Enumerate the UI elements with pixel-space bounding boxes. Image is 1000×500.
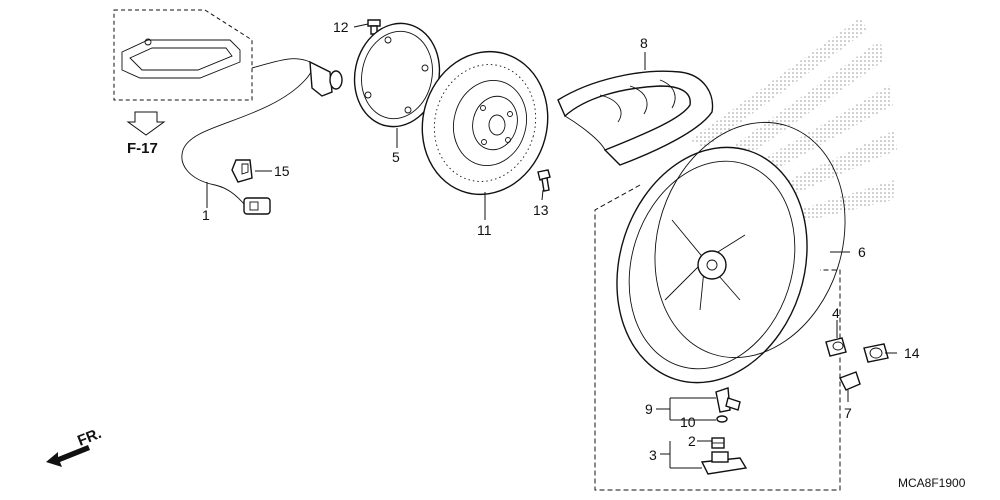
wiring-detail-box [113,9,253,101]
front-label: FR. [75,425,104,450]
callout-5: 5 [392,149,400,165]
valve-o-ring [716,415,728,423]
valve-stem [715,387,741,413]
callout-15: 15 [274,163,290,179]
callout-6: 6 [858,244,866,260]
reference-arrow [126,111,166,136]
rear-wheel-rim [616,121,846,384]
callout-13: 13 [533,202,549,218]
pressure-sensor-base [700,451,748,475]
front-direction-arrow [46,445,90,467]
pulser-ring [353,22,441,128]
callout-11: 11 [477,222,492,238]
callout-8: 8 [640,35,648,51]
diagram-code: MCA8F1900 [898,476,966,490]
rear-tire [557,70,714,166]
harness-clip [231,159,253,183]
valve-spring [711,437,725,449]
callout-10: 10 [680,414,696,430]
callout-2: 2 [688,433,696,449]
callout-3: 3 [649,447,657,463]
callout-4: 4 [832,305,840,321]
callout-9: 9 [645,401,653,417]
callout-14: 14 [904,345,920,361]
reference-label: F-17 [127,140,158,157]
balance-weight [839,371,861,391]
side-collar [825,337,847,357]
callout-1: 1 [202,207,210,223]
axle-collar [863,343,889,363]
disc-bolt [537,169,551,192]
leader-lines [206,23,897,469]
speed-sensor-harness [181,58,343,215]
wheel-group-bracket [594,184,841,491]
callout-12: 12 [333,19,349,35]
brake-disc [421,50,549,196]
callout-7: 7 [844,405,852,421]
